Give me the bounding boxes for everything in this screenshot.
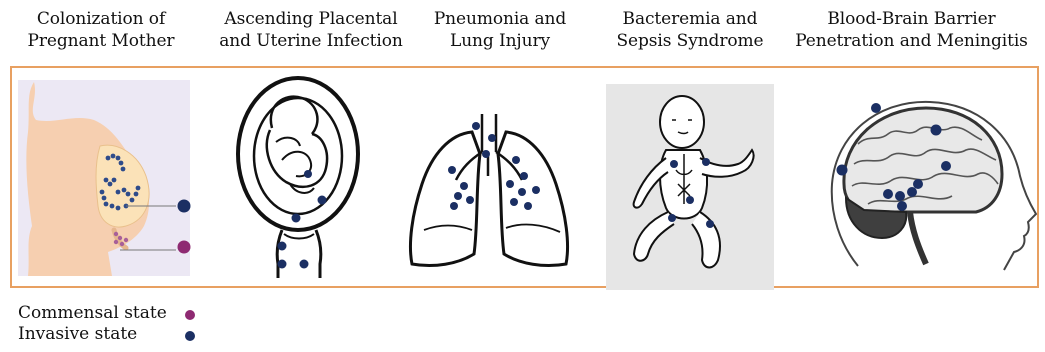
legend: Commensal state Invasive state [18, 303, 218, 347]
commensal-callout-dot [178, 241, 191, 254]
stage-title-line: Blood-Brain Barrier [784, 8, 1039, 30]
lungs-illustration [404, 114, 574, 274]
stage-title-line: Pneumonia and [420, 8, 580, 30]
stage-title-meningitis: Blood-Brain Barrier Penetration and Meni… [784, 8, 1039, 52]
trachea [482, 114, 496, 152]
stage-title-line: Pregnant Mother [14, 30, 188, 52]
fetus-uterus-illustration [226, 76, 376, 281]
stage-title-line: Bacteremia and [600, 8, 780, 30]
commensal-dot-icon [185, 310, 195, 320]
stage-title-colonization: Colonization of Pregnant Mother [14, 8, 188, 52]
legend-item-commensal: Commensal state [18, 303, 218, 324]
invasive-dot-icon [185, 331, 195, 341]
pregnant-mother-illustration [16, 80, 216, 280]
legend-label-invasive: Invasive state [18, 324, 137, 344]
stage-title-line: Sepsis Syndrome [600, 30, 780, 52]
stage-title-ascending-infection: Ascending Placental and Uterine Infectio… [206, 8, 416, 52]
stage-title-line: and Uterine Infection [206, 30, 416, 52]
stage-title-line: Ascending Placental [206, 8, 416, 30]
invasive-callout-dot [178, 200, 191, 213]
cervix [277, 230, 321, 278]
legend-label-commensal: Commensal state [18, 303, 167, 323]
infant-head [660, 96, 704, 148]
stage-title-pneumonia: Pneumonia and Lung Injury [420, 8, 580, 52]
fetus-body [267, 130, 327, 187]
uterus-outline [238, 78, 358, 230]
invasive-bacteria [278, 170, 327, 269]
lung-fissure [506, 225, 560, 232]
cervix-opening [284, 234, 314, 239]
fetus-limb [276, 138, 300, 146]
brain-stem [910, 212, 926, 264]
brain-head-illustration [818, 94, 1040, 274]
lung-fissure [424, 226, 472, 231]
legend-item-invasive: Invasive state [18, 324, 218, 345]
stage-title-line: Penetration and Meningitis [784, 30, 1039, 52]
stage-title-line: Colonization of [14, 8, 188, 30]
right-lung [498, 132, 568, 266]
stage-title-line: Lung Injury [420, 30, 580, 52]
fetus-head [271, 97, 318, 134]
stage-title-bacteremia: Bacteremia and Sepsis Syndrome [600, 8, 780, 52]
infant-illustration [606, 84, 774, 290]
